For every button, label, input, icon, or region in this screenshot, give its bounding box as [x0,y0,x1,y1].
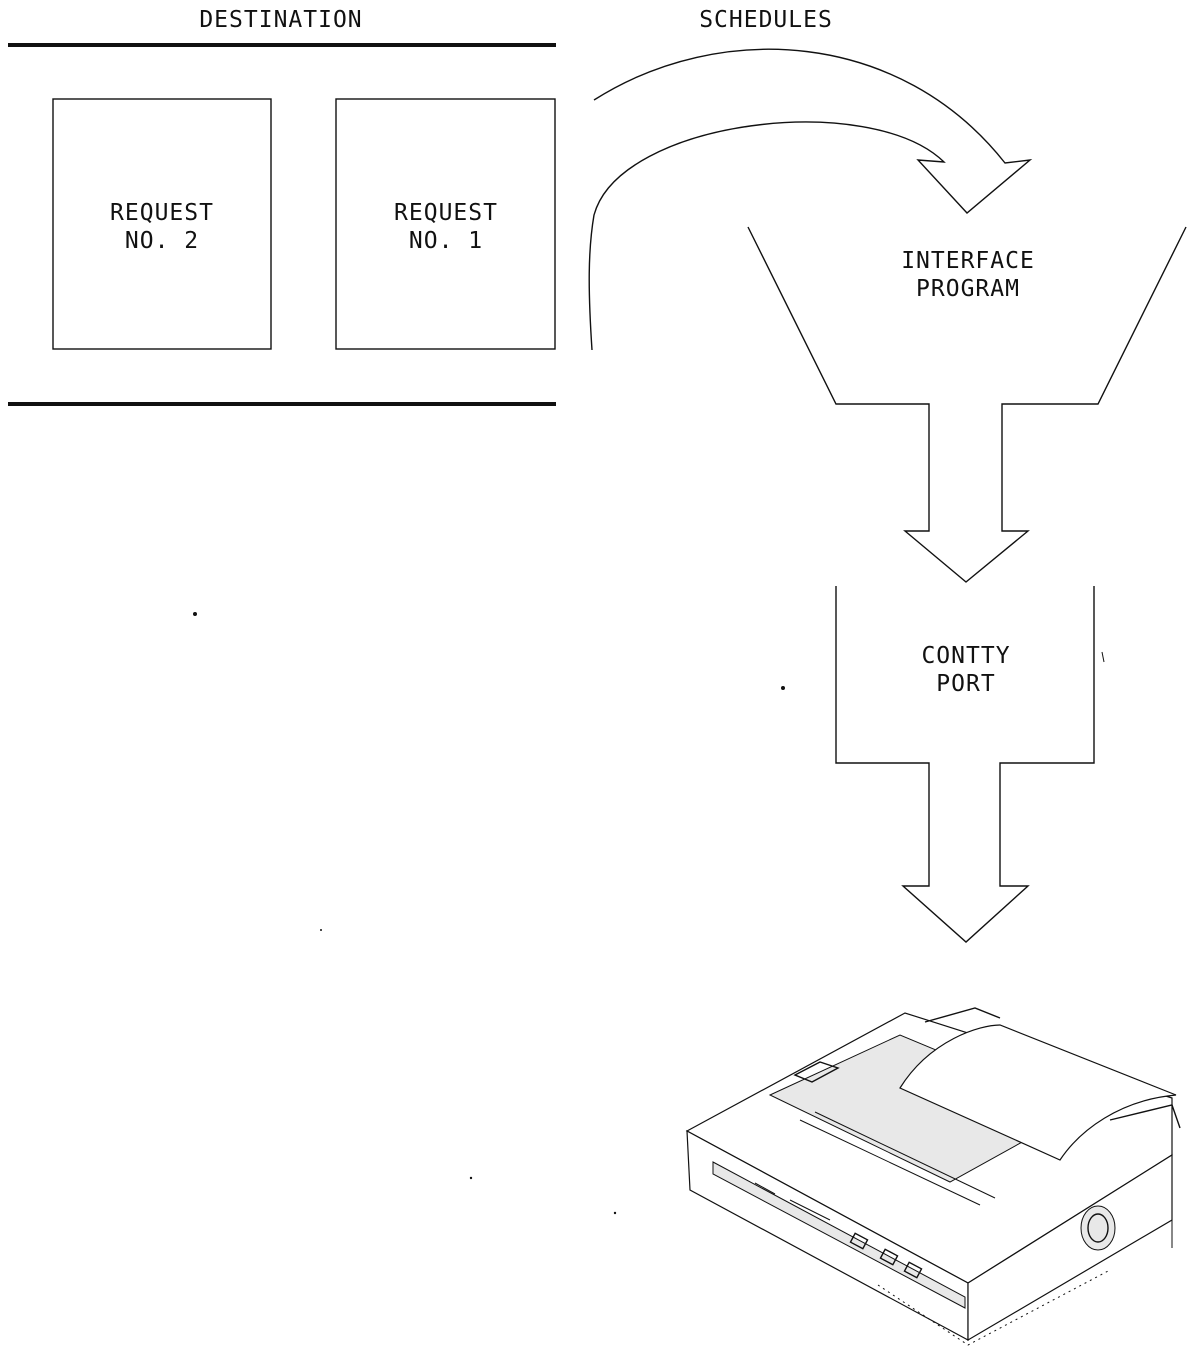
printer-icon [687,1008,1180,1345]
contty-label-line1: CONTTY [921,643,1010,669]
request-no-1-box: REQUEST NO. 1 [336,99,555,349]
request-no-2-box: REQUEST NO. 2 [53,99,271,349]
contty-outline [836,586,1094,942]
contty-label-line2: PORT [936,671,995,697]
interface-program-funnel: INTERFACE PROGRAM [748,227,1186,582]
request-1-label-line1: REQUEST [394,200,498,226]
interface-label-line1: INTERFACE [901,248,1035,274]
scan-dots [193,612,785,1214]
schedules-label: SCHEDULES [699,7,833,33]
interface-label-line2: PROGRAM [916,276,1020,302]
request-1-label-line2: NO. 1 [409,228,483,254]
destination-queue: DESTINATION REQUEST NO. 2 REQUEST NO. 1 [8,7,556,404]
contty-tick-mark [1102,652,1104,662]
request-2-label-line2: NO. 2 [125,228,199,254]
schedules-arrow-outline [589,49,1030,350]
destination-label: DESTINATION [199,7,362,33]
contty-port-block: CONTTY PORT [836,586,1104,942]
request-2-label-line1: REQUEST [110,200,214,226]
